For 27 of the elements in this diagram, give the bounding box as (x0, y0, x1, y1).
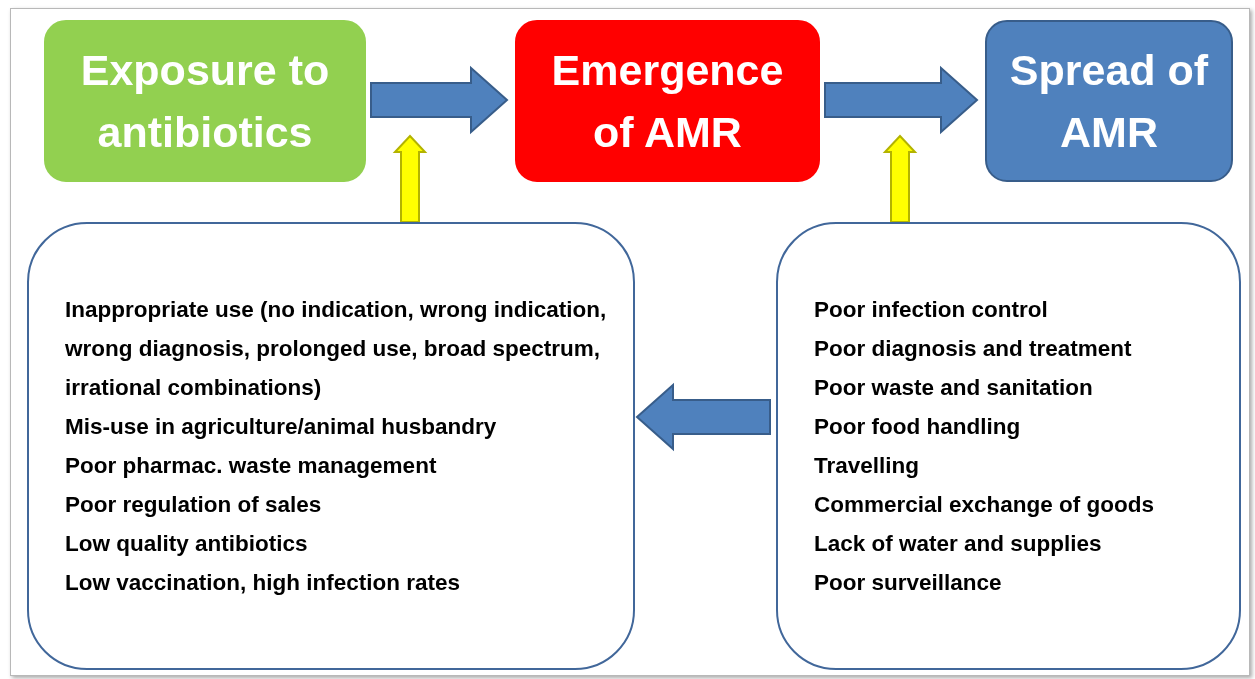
block-arrow (635, 382, 771, 452)
factor-item: Poor surveillance (814, 569, 1003, 597)
stage-box (44, 20, 366, 182)
block-arrow (370, 65, 509, 135)
factor-item: Poor waste and sanitation (814, 374, 1094, 402)
factor-item: Lack of water and supplies (814, 530, 1103, 558)
factor-item: Poor food handling (814, 413, 1022, 441)
stage-title: Emergence of AMR (550, 45, 785, 158)
factor-item: Poor diagnosis and treatment (814, 335, 1133, 363)
stage-box (515, 20, 820, 182)
block-arrow (824, 65, 979, 135)
factor-item: Low vaccination, high infection rates (65, 569, 462, 597)
factor-item: Low quality antibiotics (65, 530, 309, 558)
block-arrow (882, 134, 918, 223)
factor-item: Mis-use in agriculture/animal husbandry (65, 413, 498, 441)
stage-box (985, 20, 1233, 182)
factor-list-box (776, 222, 1241, 670)
stage-title: Exposure to antibiotics (79, 45, 331, 158)
factor-item: Poor pharmac. waste management (65, 452, 438, 480)
factor-item: Travelling (814, 452, 921, 480)
factor-item: Poor regulation of sales (65, 491, 323, 519)
factor-list-box (27, 222, 635, 670)
stage-title: Spread of AMR (1008, 45, 1210, 158)
block-arrow (392, 134, 428, 223)
factor-item: Inappropriate use (no indication, wrong indication, wrong diagnosis, prolonged use, broad spectrum, irrational combinations) (65, 296, 608, 402)
factor-item: Poor infection control (814, 296, 1049, 324)
factor-item: Commercial exchange of goods (814, 491, 1156, 519)
